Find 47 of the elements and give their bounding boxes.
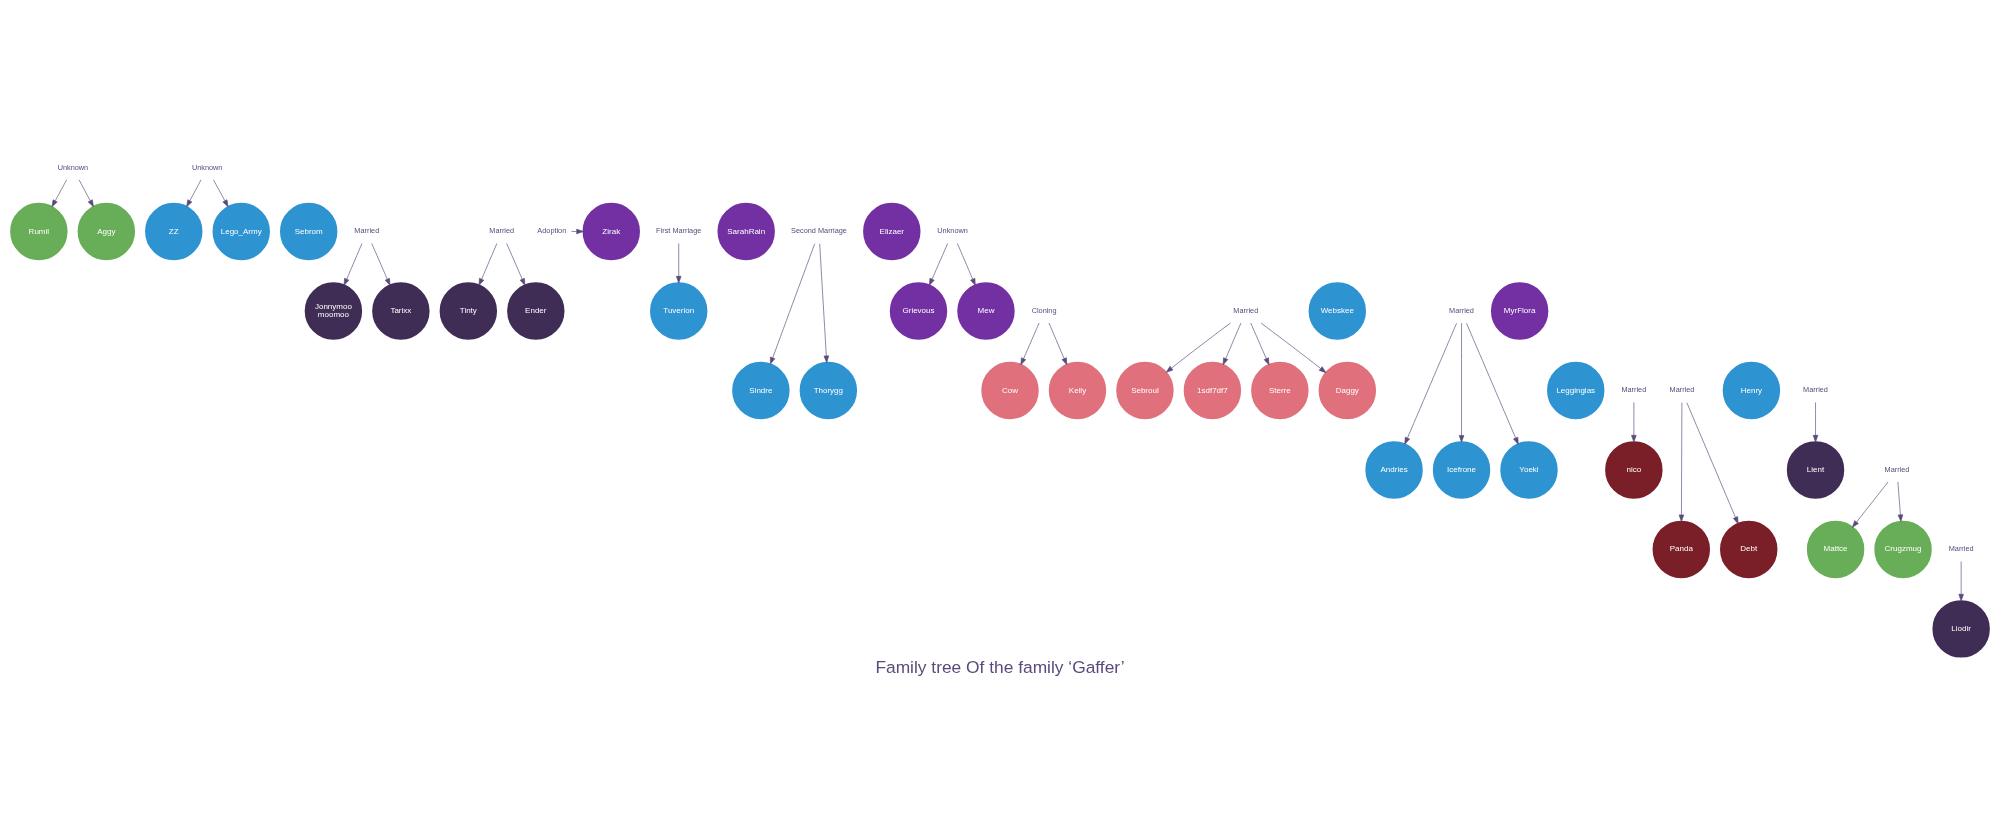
arrow [957, 243, 976, 286]
node-text: Married [1884, 464, 1910, 474]
arrow [1466, 322, 1519, 445]
node-text: Married [1948, 544, 1974, 554]
arrow [1852, 481, 1889, 528]
diagram-title: Family tree Of the family ‘Gaffer’ [875, 657, 1125, 678]
node-text: Unknown [57, 162, 89, 172]
arrow [1404, 322, 1457, 445]
node-text: Married [1669, 385, 1695, 395]
arrow [1631, 402, 1637, 443]
node-text: Married [354, 226, 380, 236]
arrow [1020, 322, 1040, 366]
arrow [1897, 481, 1904, 522]
arrow [1686, 402, 1739, 524]
node-text: Adoption [537, 226, 567, 236]
arrow [819, 243, 829, 363]
arrow [770, 243, 816, 365]
arrow [371, 243, 391, 286]
node-text: First Marriage [656, 226, 702, 236]
arrow [51, 179, 67, 208]
arrow [571, 228, 584, 235]
arrow [676, 243, 682, 284]
node-text: Cloning [1031, 305, 1057, 315]
arrow [506, 243, 526, 286]
arrow [1678, 402, 1685, 522]
node-text: Married [1233, 305, 1259, 315]
arrow [1260, 322, 1327, 373]
arrow [1165, 322, 1231, 373]
node-text: Married [1449, 305, 1474, 315]
arrow [213, 179, 229, 208]
arrow [78, 179, 94, 208]
node-text: Married [489, 226, 515, 236]
arrow [1048, 322, 1068, 366]
node-text: Married [1803, 385, 1828, 395]
arrow [1250, 322, 1270, 366]
node-text: Unknown [937, 226, 968, 236]
node-text: Married [1621, 385, 1647, 395]
arrow [1958, 561, 1964, 602]
arrow [1458, 322, 1465, 443]
arrow [1812, 402, 1819, 443]
node-text: Second Marriage [791, 226, 847, 236]
arrow [186, 179, 202, 208]
arrow [929, 243, 948, 286]
arrow [1222, 322, 1242, 366]
node-text: Unknown [191, 162, 223, 172]
arrow [343, 243, 363, 286]
arrow [478, 243, 498, 286]
